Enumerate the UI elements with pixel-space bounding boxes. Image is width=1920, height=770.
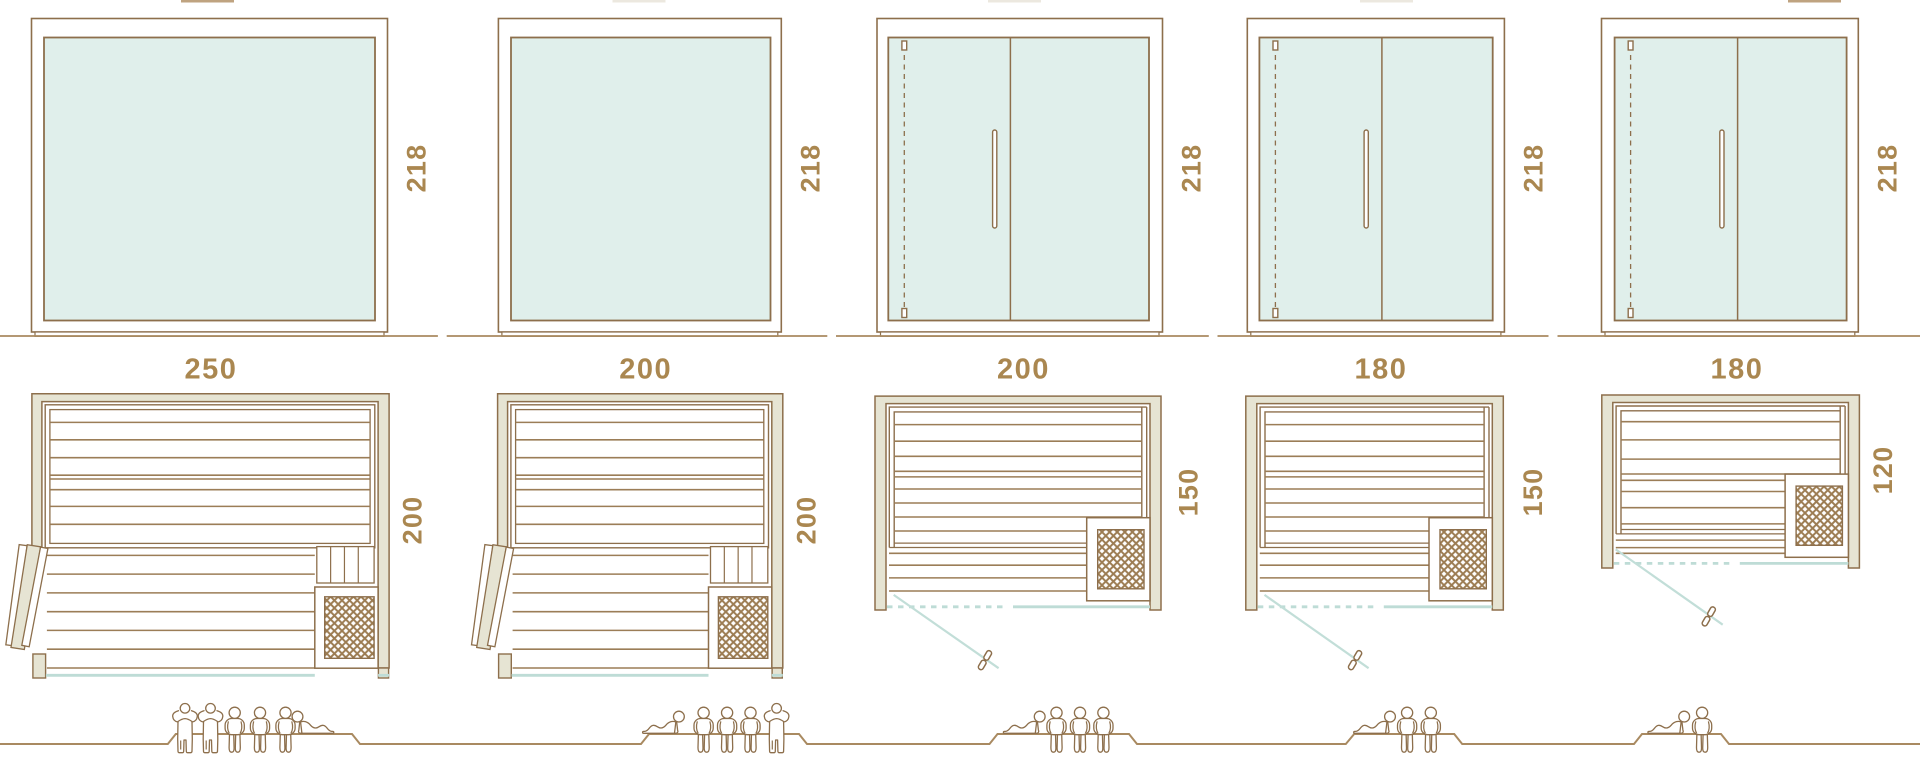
svg-text:200: 200 <box>398 496 428 545</box>
svg-text:250: 250 <box>185 354 238 386</box>
svg-text:180: 180 <box>1355 354 1408 386</box>
svg-text:180: 180 <box>1711 354 1764 386</box>
svg-text:150: 150 <box>1174 468 1204 517</box>
svg-text:218: 218 <box>795 144 825 193</box>
svg-text:218: 218 <box>402 144 432 193</box>
svg-text:200: 200 <box>792 496 822 545</box>
svg-text:218: 218 <box>1177 144 1207 193</box>
svg-text:200: 200 <box>619 354 672 386</box>
svg-text:120: 120 <box>1868 446 1898 495</box>
svg-text:218: 218 <box>1872 144 1902 193</box>
svg-text:200: 200 <box>997 354 1050 386</box>
svg-text:150: 150 <box>1518 468 1548 517</box>
svg-text:218: 218 <box>1518 144 1548 193</box>
